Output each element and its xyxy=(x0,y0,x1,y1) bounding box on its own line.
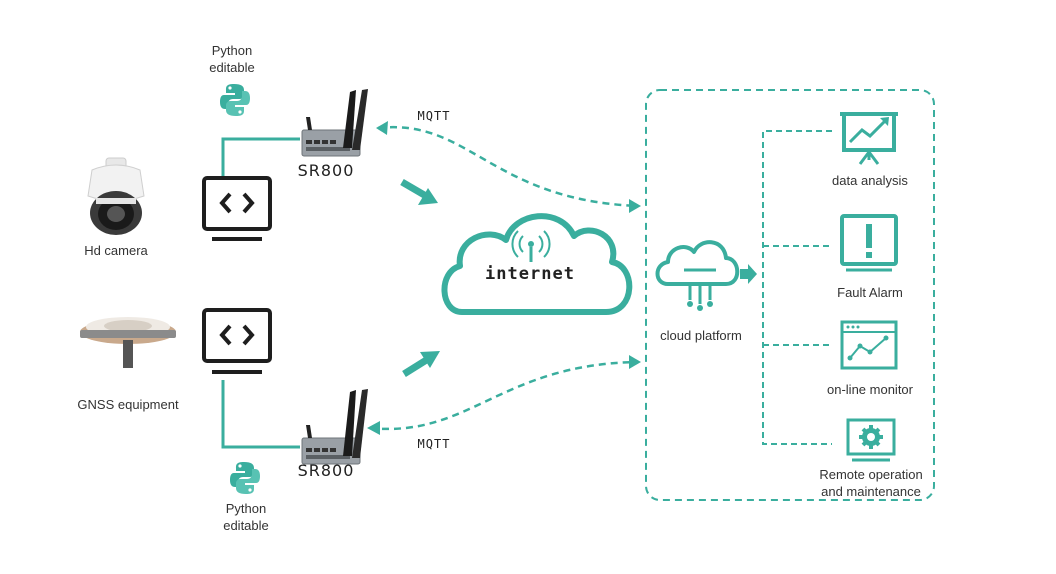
mqtt-label-top: MQTT xyxy=(417,109,451,123)
gnss-image xyxy=(80,317,176,368)
platform-box xyxy=(645,89,935,501)
python-label: Python xyxy=(225,501,267,516)
chart-board-icon xyxy=(840,112,898,165)
alarm-icon xyxy=(840,214,898,272)
gnss-label: GNSS equipment xyxy=(77,397,179,412)
python-icon xyxy=(230,462,260,494)
remote-operation-line-2: and maintenance xyxy=(821,484,921,499)
gear-icon xyxy=(846,418,896,462)
remote-operation-line-1: Remote operation xyxy=(819,467,923,482)
camera-image xyxy=(87,157,145,235)
online-monitor-label: on-line monitor xyxy=(827,382,913,397)
remote-operation-label: Remote operation and maintenance xyxy=(796,466,946,500)
cloud-platform-icon xyxy=(655,240,740,311)
tree-connector xyxy=(762,130,832,445)
arrow-icon xyxy=(629,355,641,369)
connector-bottom xyxy=(221,380,300,449)
fault-alarm-label: Fault Alarm xyxy=(837,285,903,300)
router-icon xyxy=(301,89,368,157)
mqtt-label-bottom: MQTT xyxy=(417,437,451,451)
router-label-top: SR800 xyxy=(297,161,355,180)
data-analysis-label: data analysis xyxy=(832,173,908,188)
python-editable-label-top: Python editable xyxy=(198,42,266,76)
arrow-icon xyxy=(367,421,380,435)
arrow-icon xyxy=(629,199,641,213)
code-monitor-icon xyxy=(202,176,272,241)
editable-label: editable xyxy=(209,60,255,75)
internet-label: internet xyxy=(485,264,575,284)
router-label-bottom: SR800 xyxy=(297,461,355,480)
monitor-chart-icon xyxy=(840,320,898,370)
connector-top xyxy=(221,137,300,178)
python-editable-label-bottom: Python editable xyxy=(212,500,280,534)
python-icon xyxy=(220,84,250,116)
arrow-icon xyxy=(740,264,757,284)
antenna-icon xyxy=(511,230,551,262)
python-label: Python xyxy=(211,43,253,58)
cloud-platform-label: cloud platform xyxy=(660,328,742,343)
arrow-icon xyxy=(376,121,388,135)
mqtt-link-bottom xyxy=(369,360,639,431)
editable-label: editable xyxy=(223,518,269,533)
code-monitor-icon xyxy=(202,308,272,374)
camera-label: Hd camera xyxy=(84,243,148,258)
arrow-icon xyxy=(402,351,440,377)
cloud-icon xyxy=(441,213,633,315)
router-icon xyxy=(301,389,368,465)
arrow-icon xyxy=(400,178,438,205)
